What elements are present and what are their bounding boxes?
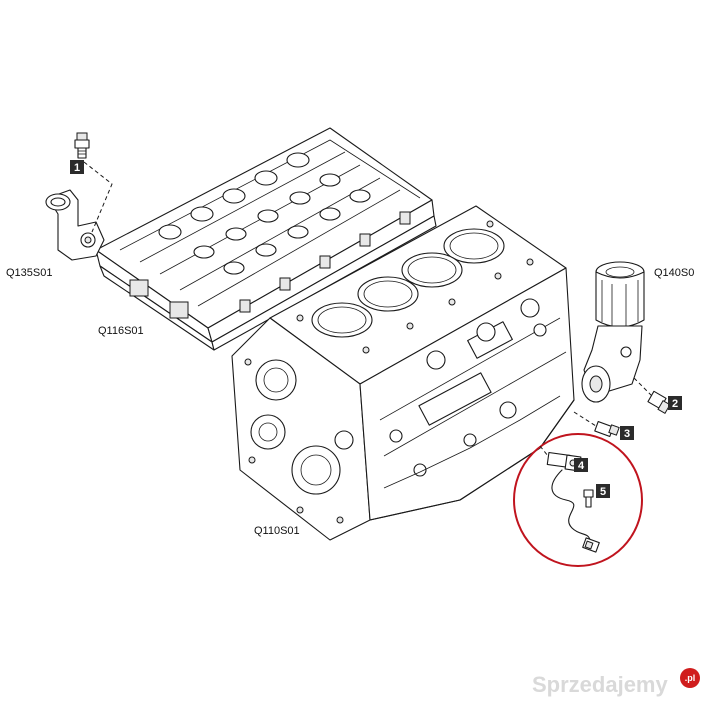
watermark-logo: Sprzedajemy .pl: [532, 668, 700, 697]
cylinder-head: [95, 127, 437, 351]
svg-text:4: 4: [578, 460, 585, 472]
crank-position-sensor: [546, 451, 600, 553]
engine-block: [231, 205, 575, 541]
oil-pressure-sensor: [647, 390, 671, 415]
leader-line-4: [539, 445, 549, 457]
highlight-circle: [513, 433, 643, 567]
sensor-3: [594, 421, 620, 437]
thermostat-housing: [45, 189, 105, 261]
callout-4: 4: [574, 458, 588, 472]
leader-line-3: [573, 411, 597, 427]
cylinder-head-wells: [158, 152, 371, 275]
watermark-badge: [680, 668, 700, 688]
label-thermostat-housing: Q135S01: [6, 267, 52, 279]
leader-line-1: [83, 161, 113, 233]
svg-text:5: 5: [600, 486, 606, 498]
callout-1: 1: [70, 160, 84, 174]
oil-filter: [595, 261, 645, 328]
sensor-bolt: [583, 489, 594, 508]
label-engine-block: Q110S01: [254, 525, 300, 537]
oil-filter-bracket: [581, 325, 643, 403]
watermark-suffix: .pl: [685, 673, 696, 683]
label-cylinder-head: Q116S01: [98, 325, 144, 337]
svg-text:2: 2: [672, 398, 678, 410]
label-oil-filter: Q140S0: [654, 267, 694, 279]
temperature-sensor: [74, 132, 90, 159]
callout-3: 3: [620, 426, 634, 440]
callout-2: 2: [668, 396, 682, 410]
cylinder-bores: [311, 228, 505, 338]
watermark-text: Sprzedajemy: [532, 672, 668, 697]
svg-text:3: 3: [624, 428, 630, 440]
svg-text:1: 1: [74, 162, 80, 174]
leader-line-2: [633, 377, 653, 397]
callout-5: 5: [596, 484, 610, 498]
